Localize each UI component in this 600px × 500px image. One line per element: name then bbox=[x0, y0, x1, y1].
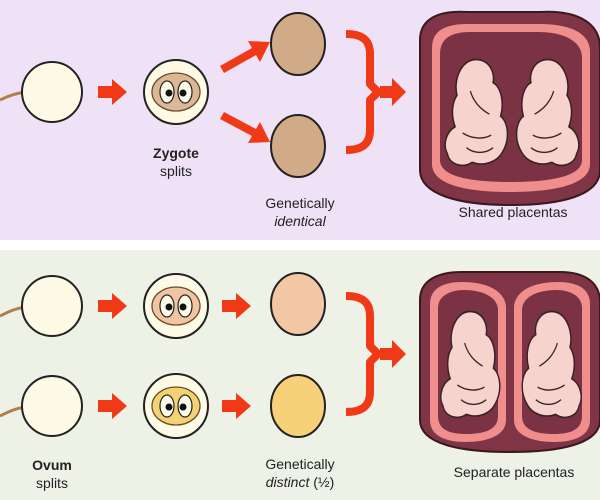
arrow-icon bbox=[380, 78, 406, 106]
placenta-label: Shared placentas bbox=[458, 204, 568, 220]
separate-placentas-label: Separate placentas bbox=[436, 463, 592, 481]
genetics-line1: Genetically bbox=[265, 195, 335, 211]
arrow-icon bbox=[220, 112, 270, 143]
genetics-line1: Genetically bbox=[265, 456, 335, 472]
embryo-distinct-1 bbox=[270, 272, 326, 336]
ovum-label: Ovum splits bbox=[12, 456, 92, 492]
fertilized-cell-2 bbox=[143, 373, 209, 439]
bracket-icon bbox=[345, 292, 382, 416]
arrow-icon bbox=[222, 393, 251, 419]
zygote-label-bold: Zygote bbox=[153, 145, 199, 161]
arrow-icon bbox=[380, 340, 406, 368]
embryo-identical-2 bbox=[270, 114, 326, 178]
genetics-line2: identical bbox=[274, 213, 326, 229]
genetics-distinct-label: Genetically distinct (½) bbox=[244, 455, 356, 491]
arrow-icon bbox=[98, 393, 127, 419]
ovum-cell-1 bbox=[21, 275, 83, 337]
embryo-identical-1 bbox=[270, 12, 326, 76]
genetics-line2-em: distinct bbox=[265, 474, 310, 490]
zygote-cell bbox=[143, 59, 209, 125]
placenta-label: Separate placentas bbox=[453, 464, 575, 480]
ovum-cell-2 bbox=[21, 375, 83, 437]
arrow-icon bbox=[98, 293, 127, 319]
egg-cell-top bbox=[21, 61, 83, 123]
genetics-line2-rest: (½) bbox=[309, 474, 335, 490]
fertilized-cell-1 bbox=[143, 273, 209, 339]
ovum-label-bold: Ovum bbox=[32, 457, 72, 473]
embryo-distinct-2 bbox=[270, 374, 326, 438]
sperm-entering-egg-bottom-2 bbox=[0, 375, 83, 437]
arrow-icon bbox=[220, 41, 270, 73]
genetics-identical-label: Genetically identical bbox=[248, 194, 352, 230]
zygote-label-rest: splits bbox=[160, 163, 192, 179]
zygote-label: Zygote splits bbox=[136, 144, 216, 180]
arrow-icon bbox=[98, 79, 127, 105]
bracket-icon bbox=[345, 30, 382, 154]
womb-shared-placenta bbox=[419, 10, 600, 207]
sperm-entering-egg-bottom-1 bbox=[0, 275, 83, 337]
shared-placenta-label: Shared placentas bbox=[438, 203, 588, 221]
arrow-icon bbox=[222, 293, 251, 319]
ovum-label-rest: splits bbox=[36, 475, 68, 491]
womb-separate-placentas bbox=[419, 271, 600, 454]
sperm-entering-egg-top bbox=[0, 61, 83, 123]
